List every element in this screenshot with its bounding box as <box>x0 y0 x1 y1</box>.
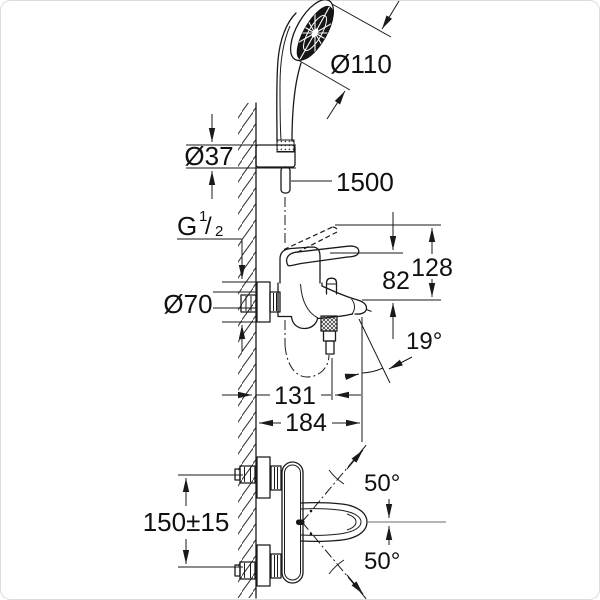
dim-inlet-distance: 150±15 <box>143 474 243 568</box>
dim-hand-shower-diameter: Ø110 <box>297 0 400 120</box>
body-belly <box>290 315 319 330</box>
label-lever-height-open: 128 <box>411 254 453 282</box>
label-escutcheon-diameter: Ø70 <box>163 289 212 319</box>
wall-section <box>238 102 257 599</box>
union-hex <box>269 291 281 313</box>
label-spout-angle: 19° <box>406 328 442 355</box>
label-lever-swing-lower: 50° <box>364 548 400 575</box>
label-thread-slash: / <box>205 213 212 240</box>
shower-handle-right-edge <box>291 62 302 142</box>
lever-handle <box>285 245 360 267</box>
cartridge-housing <box>279 246 321 284</box>
mixer-front-view <box>240 226 372 355</box>
shower-outlet-knurled-nut <box>320 315 338 332</box>
diverter-knob <box>325 277 338 295</box>
lever-plan-tip-arc <box>346 513 357 531</box>
aerator-cap <box>351 298 355 315</box>
spout-body-sweep <box>300 283 319 319</box>
dim-hose-length: 1500 <box>291 167 394 197</box>
label-thread-denominator: 2 <box>215 223 223 240</box>
label-thread-letter: G <box>177 211 197 241</box>
swing-arc-lower <box>328 559 345 575</box>
dim-holder-diameter: Ø37 <box>184 114 296 199</box>
angle-leg-line <box>358 318 391 384</box>
escutcheon-plan-bottom <box>256 544 271 587</box>
hose-loop-curve <box>284 344 330 378</box>
label-lever-swing-upper: 50° <box>364 470 400 497</box>
dim-escutcheon-diameter: Ø70 <box>163 281 257 352</box>
label-thread-numerator: 1 <box>199 208 207 225</box>
label-lever-height-closed: 82 <box>382 267 410 295</box>
extension-line <box>331 3 392 38</box>
angle-arc <box>361 367 384 374</box>
label-hand-shower-diameter: Ø110 <box>330 49 392 79</box>
escutcheon-plan-top <box>256 456 271 499</box>
wall-hatching <box>238 103 256 598</box>
union-hex-plan-top <box>270 465 282 491</box>
shower-hose-centerline <box>284 197 330 378</box>
label-projection-spout: 184 <box>285 409 327 437</box>
lever-open-tip <box>332 226 339 232</box>
wall-union-nut <box>240 294 257 313</box>
dim-heights: 82 128 <box>330 212 453 339</box>
dim-spout-angle: 19° <box>344 317 442 442</box>
swing-arc-upper <box>328 469 345 485</box>
dim-swing-angles: 50° 50° <box>364 470 400 575</box>
dim-projections: 131 184 <box>222 358 361 437</box>
extension-line <box>297 59 351 91</box>
shower-handle-left-edge <box>276 12 297 142</box>
label-hose-length: 1500 <box>336 167 394 197</box>
hose-adapter-lower <box>325 340 335 355</box>
lever-open-position <box>283 226 333 251</box>
body-lower-edge <box>277 282 293 318</box>
shower-handle-contour <box>279 25 291 141</box>
label-inlet-distance: 150±15 <box>143 507 230 537</box>
handle-knurl-band <box>276 139 295 153</box>
label-holder-diameter: Ø37 <box>184 141 233 171</box>
union-hex-plan-bottom <box>270 553 282 579</box>
dim-thread-size: G 1 / 2 <box>177 208 246 279</box>
mixer-plan-view <box>234 442 446 600</box>
lever-plan-outer <box>300 501 368 543</box>
wall-nut-plan-bottom <box>239 561 256 580</box>
label-projection-hose-outlet: 131 <box>274 382 316 410</box>
hose-connector <box>280 166 291 194</box>
lever-plan-mid <box>300 508 362 536</box>
aerator-lip <box>366 309 372 312</box>
